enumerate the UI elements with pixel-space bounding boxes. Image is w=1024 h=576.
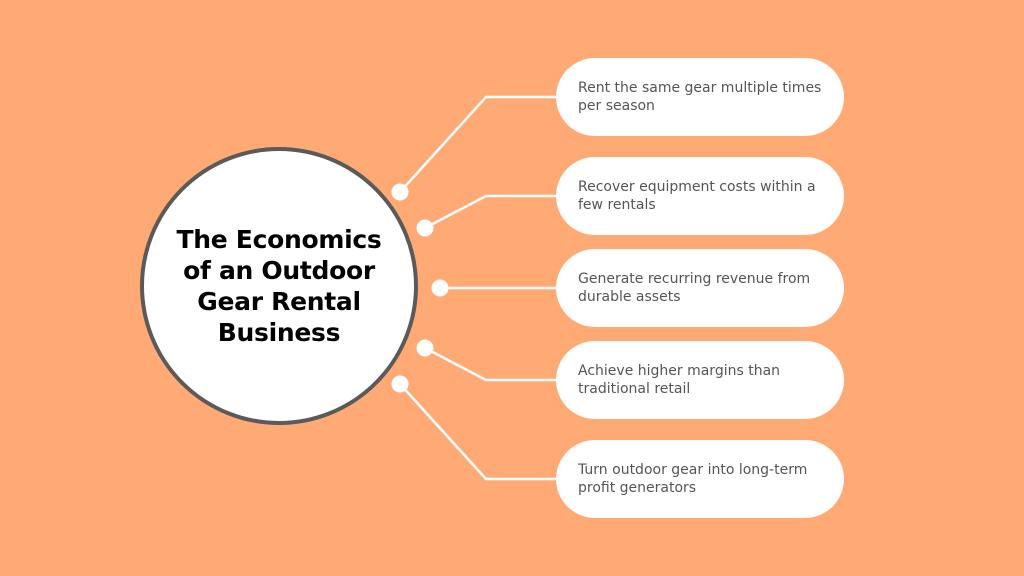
- benefit-item-3: Generate recurring revenue from durable …: [556, 249, 844, 327]
- benefit-item-2: Recover equipment costs within a few ren…: [556, 157, 844, 235]
- connector-dot-3: [431, 279, 449, 297]
- connector-dot-4: [416, 339, 434, 357]
- central-hub: The Economics of an Outdoor Gear Rental …: [140, 147, 418, 425]
- connector-dot-2: [416, 219, 434, 237]
- connector-2: [424, 194, 556, 230]
- connector-1: [399, 95, 556, 193]
- connector-4: [424, 346, 556, 382]
- benefit-text: Recover equipment costs within a few ren…: [578, 179, 816, 213]
- benefit-item-4: Achieve higher margins than traditional …: [556, 341, 844, 419]
- diagram-title: The Economics of an Outdoor Gear Rental …: [176, 225, 382, 347]
- benefit-text: Turn outdoor gear into long-term profit …: [578, 462, 808, 496]
- benefit-text: Rent the same gear multiple times per se…: [578, 80, 822, 114]
- connector-dot-5: [391, 375, 409, 393]
- connector-dot-1: [391, 183, 409, 201]
- connector-5: [399, 383, 556, 481]
- benefit-item-5: Turn outdoor gear into long-term profit …: [556, 440, 844, 518]
- benefit-text: Achieve higher margins than traditional …: [578, 363, 781, 397]
- benefit-text: Generate recurring revenue from durable …: [578, 271, 811, 305]
- benefit-item-1: Rent the same gear multiple times per se…: [556, 58, 844, 136]
